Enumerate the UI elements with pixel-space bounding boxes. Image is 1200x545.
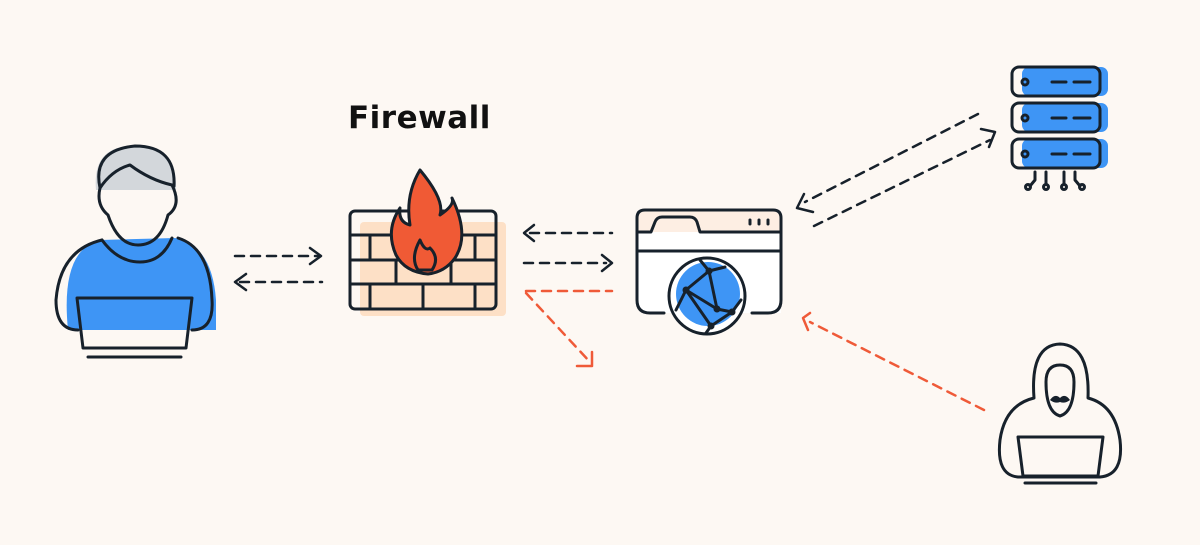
firewall-label: Firewall bbox=[348, 100, 491, 136]
arrow-server-to-website bbox=[795, 112, 980, 214]
arrow-user-to-firewall bbox=[233, 246, 323, 266]
firewall-icon bbox=[348, 168, 506, 316]
arrow-firewall-to-user bbox=[233, 272, 324, 292]
arrow-firewall-to-website bbox=[522, 253, 614, 273]
attack-arrow bbox=[801, 311, 986, 412]
hacker-icon bbox=[997, 342, 1123, 485]
blocked-traffic-arrow bbox=[524, 289, 614, 368]
server-icon bbox=[1010, 65, 1108, 191]
arrow-website-to-firewall bbox=[522, 223, 614, 243]
globe-icon bbox=[667, 256, 747, 336]
website-browser-icon bbox=[635, 208, 783, 336]
arrow-website-to-server bbox=[812, 127, 997, 228]
user-laptop-icon bbox=[54, 144, 217, 359]
